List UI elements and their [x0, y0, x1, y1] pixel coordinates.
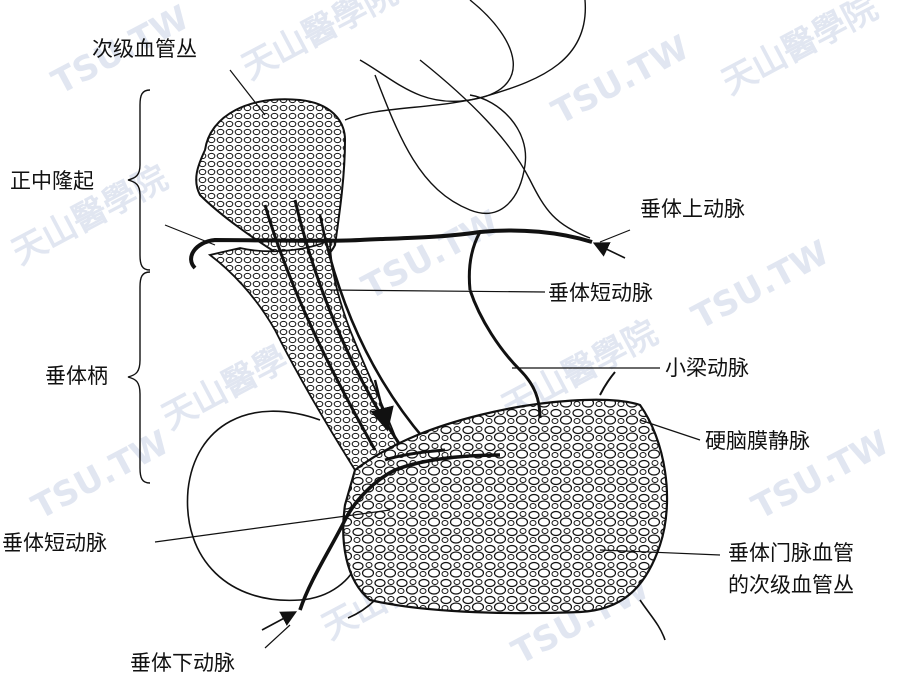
superior-hypophyseal-artery [189, 228, 593, 270]
lower-vein-right [639, 599, 666, 641]
lower-vein-left [347, 599, 376, 619]
arrow-superior-artery [592, 242, 626, 259]
brace-median-eminence [127, 89, 151, 271]
label-secondary-plexus-top: 次级血管丛 [92, 37, 197, 61]
watermark-chinese: 天山醫學院 [715, 0, 884, 103]
leader-inferior-artery [264, 624, 291, 649]
watermark-latin: TSU.TW [685, 233, 835, 338]
nerve-strand-4 [419, 59, 591, 239]
portal-vessel-3 [318, 214, 426, 441]
flow-arrow [370, 379, 394, 432]
superior-artery-branch [467, 231, 482, 291]
label-portal-plexus-line1: 垂体门脉血管 [728, 541, 854, 565]
median-eminence-plexus [195, 98, 347, 265]
label-short-hypophyseal-artery-right: 垂体短动脉 [548, 281, 653, 305]
leader-median-eminence-arrow [164, 224, 216, 246]
watermark-latin: TSU.TW [545, 28, 695, 133]
arrow-inferior-artery [261, 611, 298, 631]
brace-stalk [127, 271, 151, 484]
inferior-hypophyseal-artery [298, 453, 501, 611]
leader-portal-plexus [599, 549, 721, 556]
leader-short-artery-right [329, 289, 546, 293]
watermark-latin: TSU.TW [355, 203, 505, 308]
trabecular-artery [468, 289, 542, 419]
label-trabecular-artery: 小梁动脉 [665, 356, 749, 380]
label-median-eminence: 正中隆起 [10, 169, 94, 193]
label-portal-plexus-line2: 的次级血管丛 [728, 573, 854, 597]
watermark-chinese: 天山醫學院 [235, 0, 404, 88]
label-inferior-hypophyseal-artery: 垂体下动脉 [130, 651, 235, 675]
nerve-strand-2 [344, 0, 586, 121]
watermark-latin: TSU.TW [25, 423, 175, 528]
label-superior-hypophyseal-artery: 垂体上动脉 [640, 197, 745, 221]
label-dural-vein: 硬脑膜静脉 [705, 429, 810, 453]
posterior-lobe-outline [186, 410, 359, 602]
leader-superior-artery [599, 229, 631, 243]
leader-secondary-plexus-top [229, 69, 266, 116]
portal-vessel-1 [263, 204, 377, 451]
leader-dural-vein [639, 419, 701, 441]
nerve-strand-3 [374, 74, 527, 214]
label-short-hypophyseal-artery-left: 垂体短动脉 [2, 531, 107, 555]
dural-vein [599, 371, 616, 396]
short-hypophyseal-artery-upper [384, 448, 446, 462]
label-infundibular-stalk: 垂体柄 [45, 364, 108, 388]
leader-short-artery-left [154, 509, 391, 543]
